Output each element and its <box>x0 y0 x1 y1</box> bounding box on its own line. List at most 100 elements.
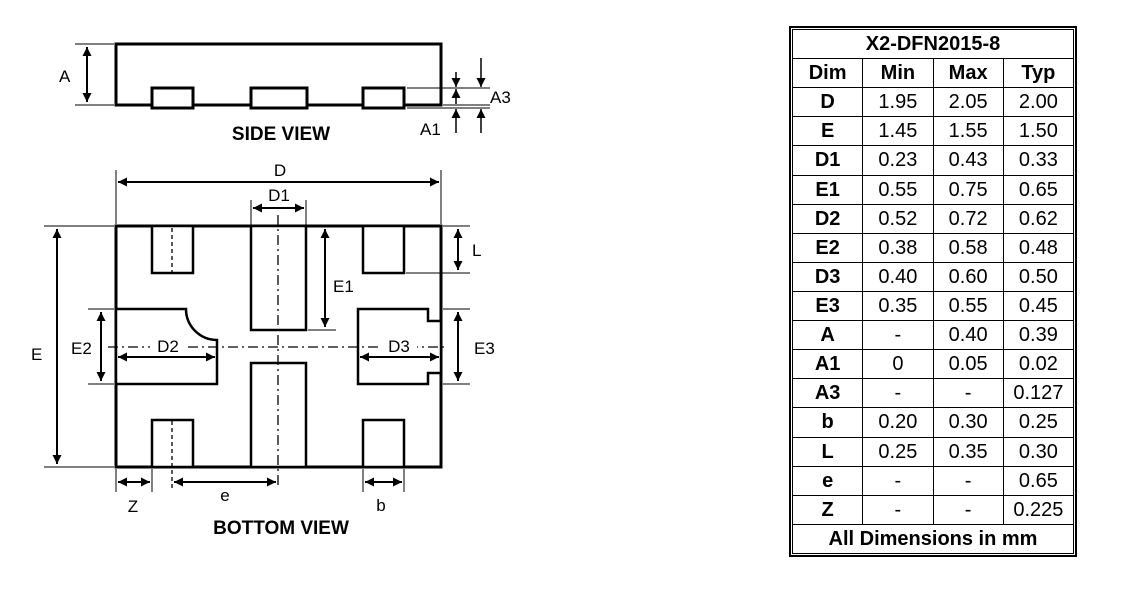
cell-max: 1.55 <box>932 116 1004 147</box>
cell-max: 0.58 <box>932 232 1004 263</box>
label-A3: A3 <box>490 88 511 107</box>
cell-typ: 0.30 <box>1002 436 1075 467</box>
cell-max: - <box>932 378 1004 409</box>
cell-dim: A1 <box>791 349 864 380</box>
cell-dim: L <box>791 436 864 467</box>
cell-min: 1.45 <box>862 116 934 147</box>
cell-typ: 0.127 <box>1002 378 1075 409</box>
cell-max: 0.43 <box>932 145 1004 176</box>
cell-max: 0.60 <box>932 261 1004 292</box>
cell-max: 0.40 <box>932 320 1004 351</box>
cell-min: - <box>862 378 934 409</box>
cell-min: - <box>862 320 934 351</box>
cell-dim: E3 <box>791 290 864 322</box>
cell-dim: D <box>791 87 864 118</box>
package-drawing: A A3 A1 SIDE VIEW D <box>31 42 511 539</box>
label-Z: Z <box>128 497 138 516</box>
cell-min: 0.25 <box>862 436 934 467</box>
column-header-min: Min <box>862 58 934 89</box>
cell-typ: 0.50 <box>1002 261 1075 292</box>
side-view-lead <box>249 86 309 110</box>
cell-max: 0.75 <box>932 174 1004 205</box>
cell-max: - <box>932 465 1004 496</box>
cell-typ: 0.65 <box>1002 465 1075 496</box>
column-header-typ: Typ <box>1002 58 1075 89</box>
cell-min: 0.38 <box>862 232 934 263</box>
cell-typ: 0.02 <box>1002 349 1075 380</box>
label-bg <box>381 338 417 354</box>
cell-min: 0.40 <box>862 261 934 292</box>
label-D2: D2 <box>157 337 179 356</box>
cell-dim: E1 <box>791 174 864 205</box>
side-view: A A3 A1 SIDE VIEW <box>59 42 511 145</box>
table-footer: All Dimensions in mm <box>792 523 1074 555</box>
cell-max: 0.72 <box>932 203 1004 234</box>
label-e: e <box>220 486 229 505</box>
label-D3: D3 <box>388 337 410 356</box>
cell-dim: A3 <box>791 378 864 409</box>
column-header-dim: Dim <box>791 58 864 89</box>
cell-min: - <box>862 465 934 496</box>
cell-typ: 0.62 <box>1002 203 1075 234</box>
label-D1: D1 <box>268 186 290 205</box>
label-D: D <box>274 161 286 180</box>
cell-min: 0.52 <box>862 203 934 234</box>
cell-dim: E2 <box>791 232 864 263</box>
bottom-view: D D1 E E1 L E2 D2 D3 <box>31 161 495 539</box>
side-view-lead <box>150 86 195 110</box>
column-header-max: Max <box>932 58 1004 89</box>
cell-max: 0.05 <box>932 349 1004 380</box>
label-L: L <box>472 241 481 260</box>
cell-dim: E <box>791 116 864 147</box>
cell-max: 0.55 <box>932 290 1004 322</box>
side-view-body <box>114 42 443 107</box>
table-title: X2-DFN2015-8 <box>792 28 1074 60</box>
cell-dim: D1 <box>791 145 864 176</box>
cell-typ: 0.45 <box>1002 290 1075 322</box>
label-E3: E3 <box>474 339 495 358</box>
cell-min: 0.20 <box>862 407 934 438</box>
label-A1: A1 <box>420 120 441 139</box>
cell-max: 2.05 <box>932 87 1004 118</box>
cell-min: 0 <box>862 349 934 380</box>
cell-typ: 0.33 <box>1002 145 1075 176</box>
cell-dim: D2 <box>791 203 864 234</box>
cell-min: 0.35 <box>862 290 934 322</box>
cell-min: 0.55 <box>862 174 934 205</box>
cell-typ: 0.39 <box>1002 320 1075 351</box>
label-E1: E1 <box>333 277 354 296</box>
cell-typ: 0.65 <box>1002 174 1075 205</box>
side-view-lead <box>361 86 406 110</box>
pad <box>361 224 406 275</box>
cell-max: 0.35 <box>932 436 1004 467</box>
cell-max: - <box>932 494 1004 525</box>
label-E: E <box>31 345 42 364</box>
table-row: A3--0.127 <box>791 378 1075 409</box>
label-A: A <box>59 67 71 86</box>
cell-dim: A <box>791 320 864 351</box>
cell-dim: e <box>791 465 864 496</box>
cell-typ: 0.225 <box>1002 494 1075 525</box>
side-view-title: SIDE VIEW <box>232 124 330 145</box>
cell-dim: b <box>791 407 864 438</box>
bottom-view-title: BOTTOM VIEW <box>213 518 349 539</box>
cell-typ: 2.00 <box>1002 87 1075 118</box>
cell-min: - <box>862 494 934 525</box>
cell-typ: 0.48 <box>1002 232 1075 263</box>
cell-typ: 1.50 <box>1002 116 1075 147</box>
cell-dim: Z <box>791 494 864 525</box>
label-E2: E2 <box>71 339 92 358</box>
label-bg <box>150 338 186 354</box>
